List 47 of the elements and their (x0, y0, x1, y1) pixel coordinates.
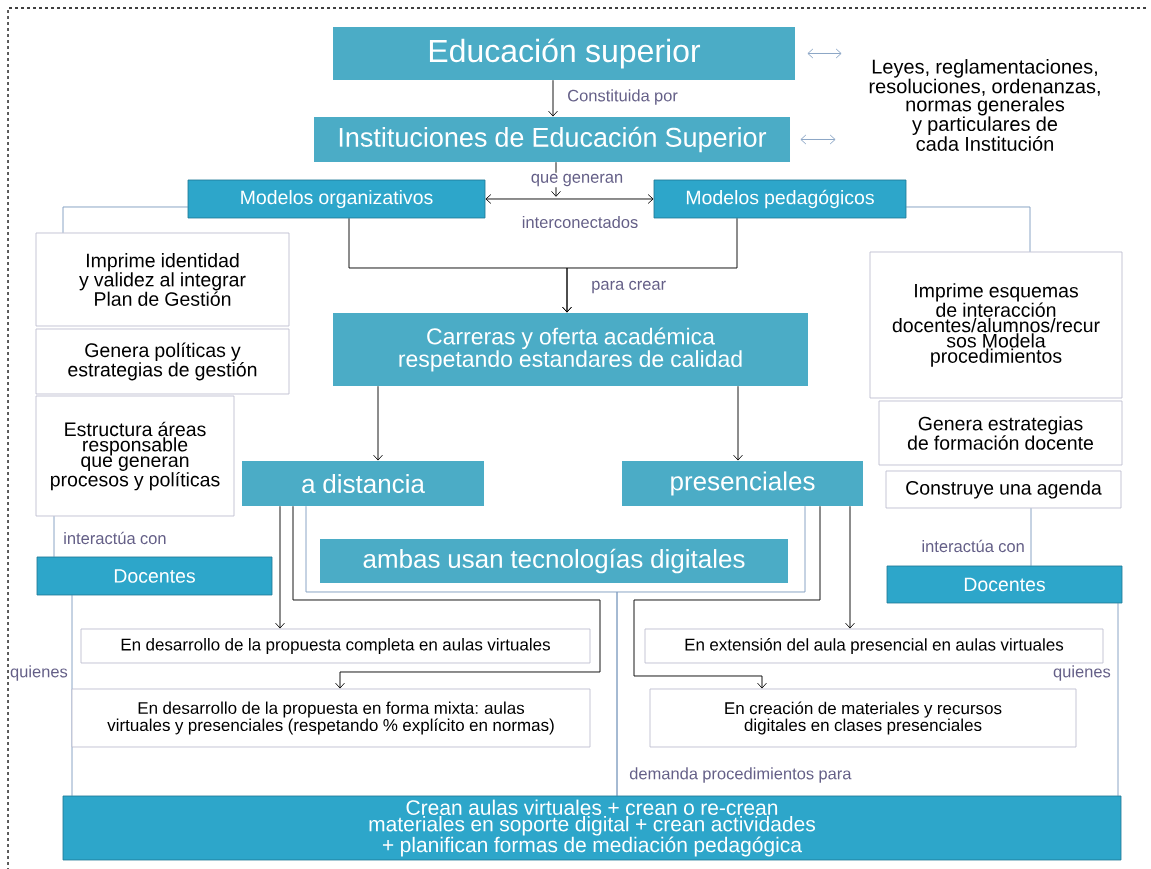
text-box: En extensión del aula presencial en aulas virtuales (644, 628, 1104, 664)
edge-label: quienes (9, 664, 69, 682)
connector (373, 385, 383, 461)
concept-box: Carreras y oferta académica respetando estandares de calidad (333, 313, 808, 386)
text-box: Construye una agenda (885, 470, 1122, 509)
connector (733, 385, 743, 461)
text-box: Estructura áreas responsable que generan procesos y políticas (35, 395, 235, 517)
edge-label: que generan (529, 172, 625, 188)
connector (1030, 507, 1032, 567)
text-box: Imprime identidad y validez al integrar Plan de Gestión (35, 232, 290, 327)
connector (905, 206, 1031, 253)
edge-label: interconectados (520, 214, 640, 230)
concept-box: a distancia (242, 461, 484, 506)
connector (53, 515, 55, 558)
edge-label: demanda procedimientos para (628, 766, 853, 784)
connector (548, 79, 558, 117)
connector (292, 505, 601, 689)
connector (275, 505, 285, 629)
edge-label: Constituida por (566, 88, 679, 106)
text-box: En desarrollo de la propuesta en forma mixta: aulas virtuales y presenciales (respetando % explícito en normas) (71, 688, 591, 748)
connector (633, 505, 821, 689)
edge-label: interactúa con (920, 538, 1026, 554)
highlight-box: Docentes (886, 565, 1123, 604)
concept-box: Educación superior (333, 27, 795, 80)
text-box: En creación de materiales y recursos digitales en clases presenciales (649, 688, 1077, 748)
text-box: Genera estrategias de formación docente (878, 400, 1123, 466)
connector (562, 217, 738, 313)
connector (807, 48, 842, 59)
concept-box: ambas usan tecnologías digitales (320, 539, 788, 583)
concept-box: presenciales (622, 461, 863, 506)
highlight-box: Crean aulas virtuales + crean o re-crean materiales en soporte digital + crean actividades + planifican formas de mediación pedagógica (62, 795, 1122, 861)
connector (616, 505, 806, 797)
connector (1117, 602, 1119, 797)
text-box: En desarrollo de la propuesta completa en aulas virtuales (80, 628, 591, 664)
text-box: Genera políticas y estrategias de gestión (35, 328, 290, 395)
concept-box: Instituciones de Educación Superior (314, 117, 790, 162)
edge-label: interactúa con (62, 530, 168, 546)
highlight-box: Modelos pedagógicos (653, 179, 907, 219)
connector (845, 505, 855, 629)
connector (800, 134, 836, 145)
note-text: Leyes, reglamentaciones, resoluciones, ordenanzas, normas generales y particulares de cada Institución (869, 59, 1100, 151)
edge-label: quienes (1052, 664, 1112, 682)
edge-label: para crear (590, 279, 668, 295)
connector (485, 194, 654, 204)
highlight-box: Modelos organizativos (187, 179, 486, 219)
connector (62, 206, 189, 234)
highlight-box: Docentes (36, 556, 273, 596)
